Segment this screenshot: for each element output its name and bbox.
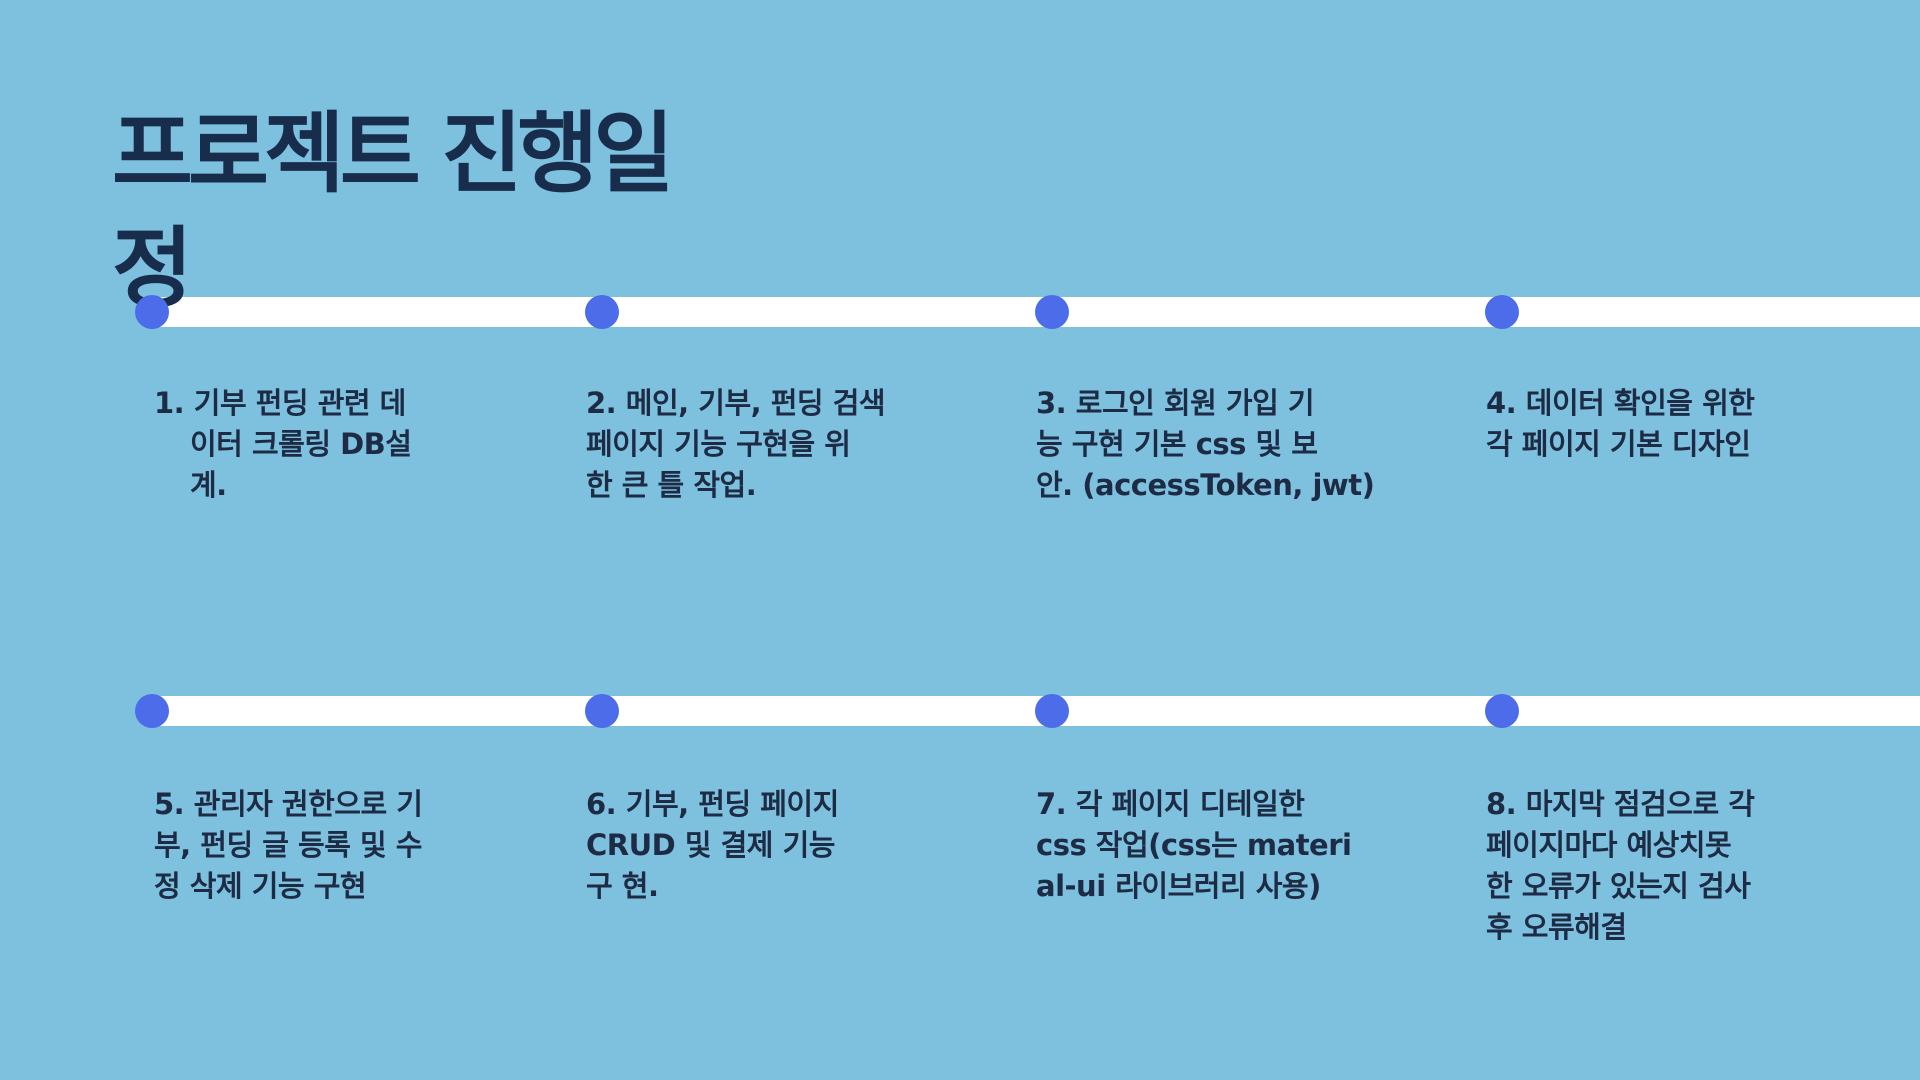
- timeline-dot-4: [1485, 295, 1519, 329]
- step-6-text: 6. 기부, 펀딩 페이지 CRUD 및 결제 기능 구 현.: [586, 787, 839, 903]
- timeline-dot-3: [1035, 295, 1069, 329]
- timeline-dot-8: [1485, 694, 1519, 728]
- step-4-text: 4. 데이터 확인을 위한 각 페이지 기본 디자인: [1486, 386, 1755, 461]
- step-3-text: 3. 로그인 회원 가입 기 능 구현 기본 css 및 보 안. (acces…: [1036, 386, 1375, 502]
- page-title: 프로젝트 진행일 정: [112, 102, 674, 320]
- timeline-dot-1: [135, 295, 169, 329]
- timeline-dot-6: [585, 694, 619, 728]
- step-1-text: 1. 기부 펀딩 관련 데 이터 크롤링 DB설 계.: [154, 386, 412, 502]
- timeline-dot-5: [135, 694, 169, 728]
- timeline-dot-7: [1035, 694, 1069, 728]
- timeline-dot-2: [585, 295, 619, 329]
- timeline-row-1: [0, 295, 1920, 329]
- step-2-text: 2. 메인, 기부, 펀딩 검색 페이지 기능 구현을 위 한 큰 틀 작업.: [586, 386, 886, 502]
- timeline-row-2: [0, 694, 1920, 728]
- step-8-text: 8. 마지막 점검으로 각 페이지마다 예상치못 한 오류가 있는지 검사 후 …: [1486, 787, 1755, 944]
- step-7-text: 7. 각 페이지 디테일한 css 작업(css는 materi al-ui 라…: [1036, 787, 1352, 903]
- step-5-text: 5. 관리자 권한으로 기 부, 펀딩 글 등록 및 수 정 삭제 기능 구현: [154, 787, 423, 903]
